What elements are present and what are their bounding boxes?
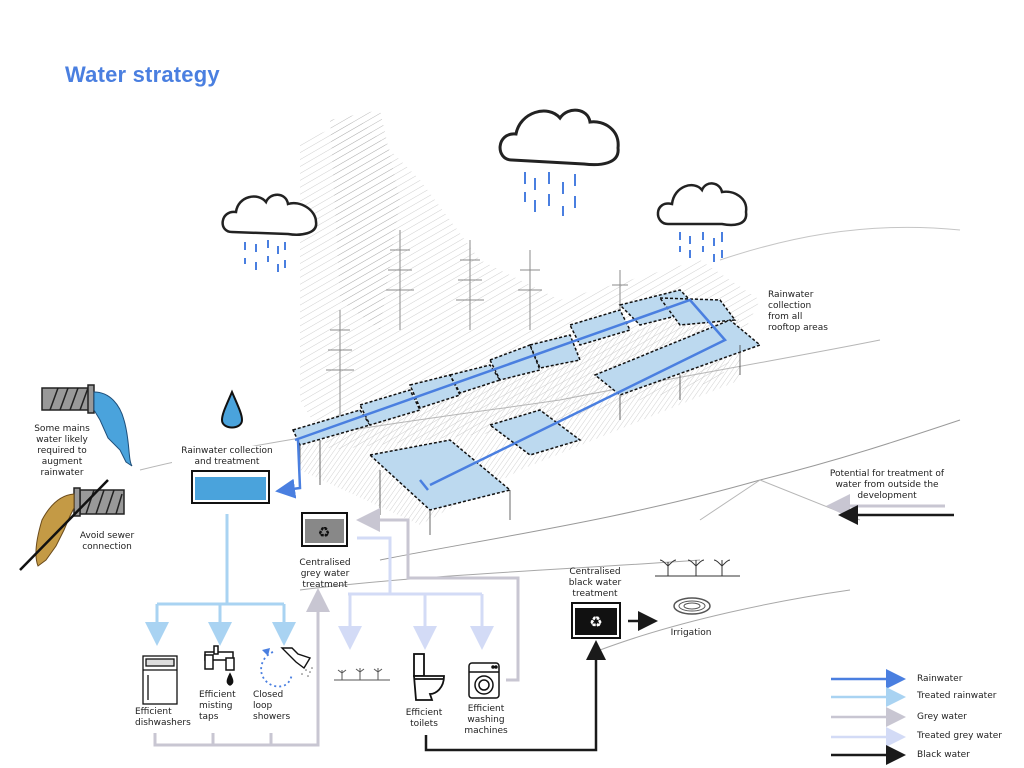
fixture-label-dishwashers: Efficient dishwashers (135, 707, 191, 728)
grey-water-treatment-icon: ♻ (301, 512, 348, 547)
legend-label-grey-water: Grey water (917, 712, 967, 722)
water-drop-icon (220, 389, 244, 429)
grey-water-network (153, 508, 520, 747)
roof (368, 439, 512, 511)
rooftop-collection-label: Rainwater collection from all rooftop ar… (768, 290, 828, 333)
avoid-sewer-label: Avoid sewer connection (79, 531, 135, 552)
shower-icon (260, 647, 313, 688)
legend-label-treated-rainwater: Treated rainwater (917, 691, 997, 701)
page-title: Water strategy (65, 62, 220, 87)
seedlings-icon (334, 668, 390, 681)
fixture-label-washing-machines: Efficient washing machines (464, 704, 508, 736)
roof (593, 319, 762, 396)
toilet-icon (413, 653, 445, 701)
fixture-label-taps: Efficient misting taps (199, 690, 236, 722)
treated-rainwater-network (145, 514, 296, 646)
cloud-right (656, 182, 748, 262)
rainwater-tank-icon (191, 470, 270, 504)
mains-water-label: Some mains water likely required to augm… (34, 424, 90, 478)
treated-grey-water-network (338, 536, 494, 650)
legend (831, 669, 906, 765)
irrigation-label: Irrigation (670, 628, 712, 638)
rainwater-flow-to-tank (275, 439, 302, 499)
legend-label-rainwater: Rainwater (917, 674, 963, 684)
recycle-icon: ♻ (318, 525, 331, 541)
black-water-network (424, 611, 658, 752)
cloud-left (221, 193, 318, 272)
fixture-label-showers: Closed loop showers (253, 690, 291, 722)
rain-drops (244, 240, 286, 272)
black-water-treatment-label: Centralised black water treatment (568, 567, 622, 599)
legend-label-treated-grey-water: Treated grey water (917, 731, 1002, 741)
building-complex (291, 289, 762, 535)
recycle-icon: ♻ (589, 613, 602, 631)
washing-machine-icon (468, 662, 500, 699)
rainwater-route-roofs (294, 298, 728, 487)
rainwater-collection-label: Rainwater collection and treatment (172, 446, 282, 468)
dishwasher-icon (142, 655, 178, 705)
mains-water-pipe-icon (41, 384, 133, 467)
legend-label-black-water: Black water (917, 750, 970, 760)
fixture-label-toilets: Efficient toilets (405, 708, 443, 729)
cloud-center (498, 108, 620, 216)
cross-out-line (19, 479, 109, 571)
sewer-pipe-icon (19, 479, 125, 571)
plants-icon (655, 559, 740, 577)
black-water-treatment-icon: ♻ (571, 602, 621, 639)
grey-water-treatment-label: Centralised grey water treatment (299, 558, 351, 590)
outside-treatment-label: Potential for treatment of water from ou… (829, 469, 945, 501)
tap-icon (204, 645, 235, 686)
hose-icon (673, 597, 711, 615)
